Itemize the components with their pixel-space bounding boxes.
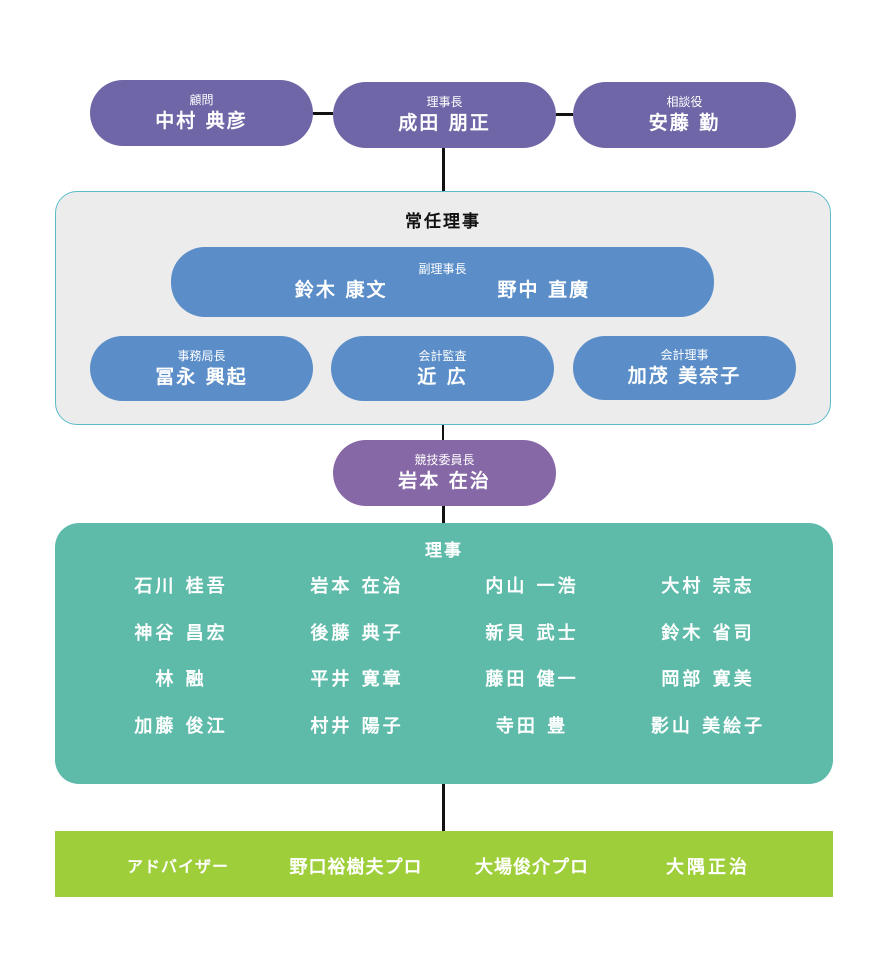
panel-title: 常任理事 [405, 212, 481, 232]
director-name: 大村 宗志 [661, 576, 755, 597]
director-name: 村井 陽子 [310, 716, 404, 737]
person-name: 成田 朋正 [398, 112, 491, 134]
connector [556, 113, 573, 116]
director-name: 石川 桂吾 [134, 576, 228, 597]
director-name: 影山 美絵子 [650, 716, 766, 737]
connector [442, 425, 444, 441]
panel-title: 理事 [425, 541, 463, 561]
director-name: 岡部 寛美 [661, 669, 755, 690]
role-label: 相談役 [666, 95, 703, 109]
director-name: 寺田 豊 [495, 716, 569, 737]
connector [313, 112, 333, 115]
director-name: 平井 寛章 [310, 669, 404, 690]
role-label: 事務局長 [177, 348, 226, 363]
role-label: 顧問 [189, 93, 214, 107]
treasurer-box: 会計理事 加茂 美奈子 [573, 336, 796, 400]
secretary-general-box: 事務局長 冨永 興起 [90, 336, 313, 401]
role-label: 会計監査 [418, 348, 467, 363]
person-name: 中村 典彦 [155, 110, 248, 132]
connector [442, 506, 445, 524]
role-label: 競技委員長 [414, 453, 475, 467]
director-name: 藤田 健一 [485, 669, 579, 690]
adviser-name: 野口裕樹夫プロ [289, 857, 423, 878]
adviser-name: 大場俊介プロ [475, 857, 589, 878]
advisers-label: アドバイザー [126, 857, 229, 876]
auditor-box: 会計監査 近 広 [331, 336, 554, 401]
role-label: 副理事長 [418, 262, 467, 276]
chairman-box: 理事長 成田 朋正 [333, 82, 556, 148]
director-name: 岩本 在治 [310, 576, 404, 597]
consultant-box: 相談役 安藤 勤 [573, 82, 796, 148]
director-name: 内山 一浩 [485, 576, 579, 597]
person-name: 安藤 勤 [648, 112, 721, 134]
director-name: 神谷 昌宏 [134, 623, 228, 644]
advisers-bar [55, 831, 833, 897]
person-name: 鈴木 康文 [294, 279, 388, 301]
director-name: 鈴木 省司 [661, 623, 755, 644]
person-name: 加茂 美奈子 [627, 365, 742, 387]
competition-chair-box: 競技委員長 岩本 在治 [333, 440, 556, 506]
role-label: 会計理事 [660, 348, 709, 362]
connector [442, 784, 445, 832]
adviser-box: 顧問 中村 典彦 [90, 80, 313, 146]
director-name: 後藤 典子 [310, 623, 404, 644]
vice-chairman-box: 副理事長 鈴木 康文 野中 直廣 [171, 247, 714, 317]
person-name: 近 広 [417, 365, 468, 388]
connector [442, 148, 445, 192]
director-name: 林 融 [155, 669, 207, 690]
adviser-name: 大隅正治 [666, 857, 750, 878]
role-label: 理事長 [426, 95, 463, 109]
directors-panel: 理事 [55, 523, 833, 784]
person-name: 岩本 在治 [398, 470, 491, 492]
person-name: 冨永 興起 [155, 365, 248, 388]
director-name: 加藤 俊江 [134, 716, 228, 737]
person-name: 野中 直廣 [497, 279, 591, 301]
director-name: 新貝 武士 [485, 623, 579, 644]
